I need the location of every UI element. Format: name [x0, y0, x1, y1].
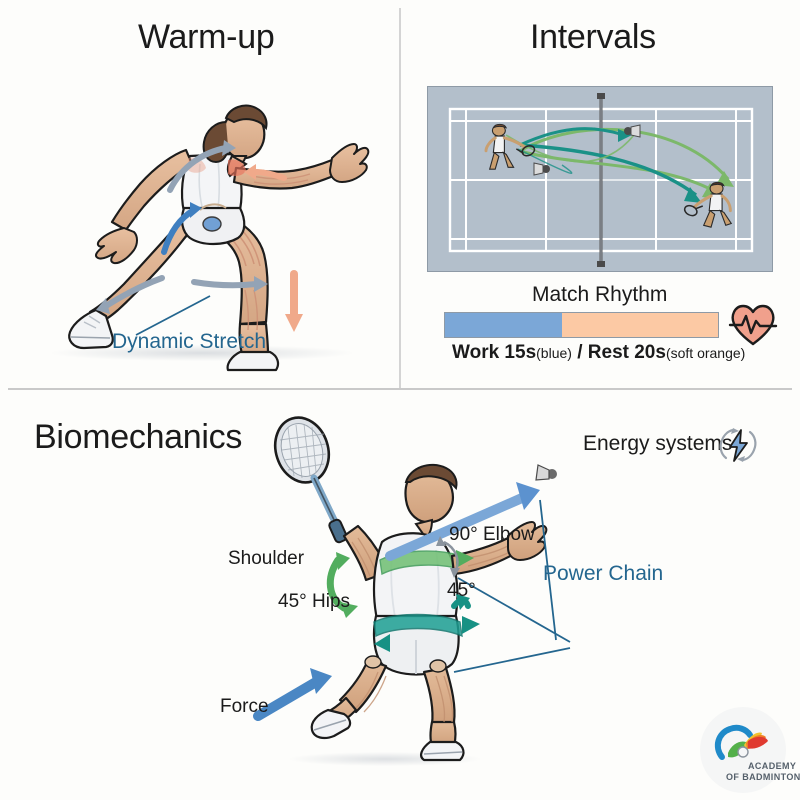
panel-divider-vertical: [399, 8, 401, 388]
warmup-callout-label: Dynamic Stretch: [112, 330, 267, 353]
academy-of-badminton-logo: ACADEMY OF BADMINTON: [700, 707, 800, 793]
panel-divider-horizontal: [8, 388, 792, 390]
panel-title-warmup: Warm-up: [138, 18, 275, 56]
match-rhythm-title: Match Rhythm: [532, 283, 668, 306]
caption-rest-color: (soft orange): [665, 345, 746, 361]
label-energy-systems: Energy systems: [583, 432, 733, 455]
logo-line2: OF BADMINTON: [726, 772, 800, 782]
logo-line1: ACADEMY: [748, 761, 796, 771]
caption-separator: /: [571, 342, 588, 363]
heart-rate-icon: [728, 300, 778, 348]
label-power-chain: Power Chain: [543, 562, 664, 585]
label-elbow-angle: 90° Elbow: [449, 524, 535, 545]
lightning-cycle-icon: [717, 424, 759, 466]
panel-title-intervals: Intervals: [530, 18, 656, 56]
warmup-athlete-illustration: [40, 60, 370, 372]
label-shoulder: Shoulder: [228, 548, 305, 569]
caption-work: Work 15s: [452, 342, 537, 363]
badminton-court-diagram: [427, 86, 773, 272]
caption-work-color: (blue): [536, 345, 572, 361]
label-hips-angle: 45° Hips: [278, 591, 351, 612]
caption-rest: Rest 20s: [587, 342, 666, 363]
match-rhythm-bar: [444, 312, 719, 338]
match-rhythm-caption: Work 15s(blue) / Rest 20s(soft orange): [452, 342, 745, 364]
label-force: Force: [220, 696, 269, 717]
rhythm-work-segment: [445, 313, 562, 337]
label-rotation-angle: 45°: [447, 580, 476, 601]
rhythm-rest-segment: [562, 313, 718, 337]
biomechanics-athlete-illustration: [240, 410, 571, 762]
panel-title-biomechanics: Biomechanics: [34, 418, 243, 456]
